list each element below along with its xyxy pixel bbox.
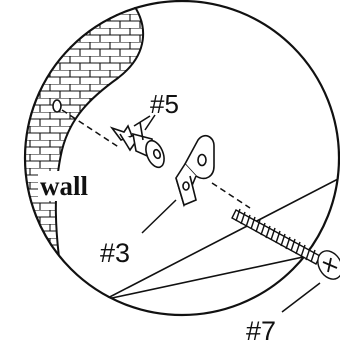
wall-hole xyxy=(53,100,61,112)
brick-wall xyxy=(0,0,143,320)
screw-7 xyxy=(232,209,340,283)
part-5-label: #5 xyxy=(150,89,179,119)
wall-label: wall xyxy=(40,171,89,201)
floor-lines xyxy=(100,178,340,302)
wall-anchor-5 xyxy=(112,116,168,170)
l-bracket-3 xyxy=(176,136,214,205)
part-7-label: #7 xyxy=(246,316,276,344)
part-3-label: #3 xyxy=(100,238,130,268)
leader-lines xyxy=(142,115,320,312)
